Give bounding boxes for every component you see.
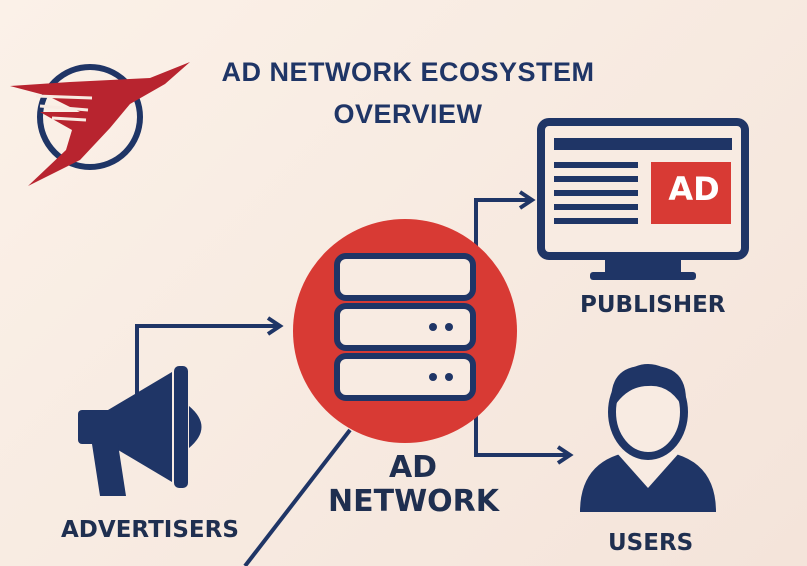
page-title-line2: OVERVIEW: [333, 99, 483, 129]
advertisers-label: ADVERTISERS: [61, 517, 239, 543]
publisher-label: PUBLISHER: [580, 292, 726, 318]
connectors: [135, 190, 574, 566]
megaphone-icon: [78, 366, 202, 496]
network-tail-line: [243, 428, 352, 566]
ad-network-label-line1: AD: [388, 450, 438, 485]
server-icon: [293, 219, 517, 443]
page-title-line1: AD NETWORK ECOSYSTEM: [221, 57, 595, 87]
users-label: USERS: [608, 530, 694, 556]
arrow-advertisers-to-network: [135, 324, 278, 395]
monitor-ad-badge: AD: [668, 170, 720, 208]
monitor-icon: [537, 118, 749, 280]
user-icon: [580, 364, 716, 512]
ad-network-label-line2: NETWORK: [328, 484, 500, 519]
bird-logo-icon: [10, 62, 190, 186]
